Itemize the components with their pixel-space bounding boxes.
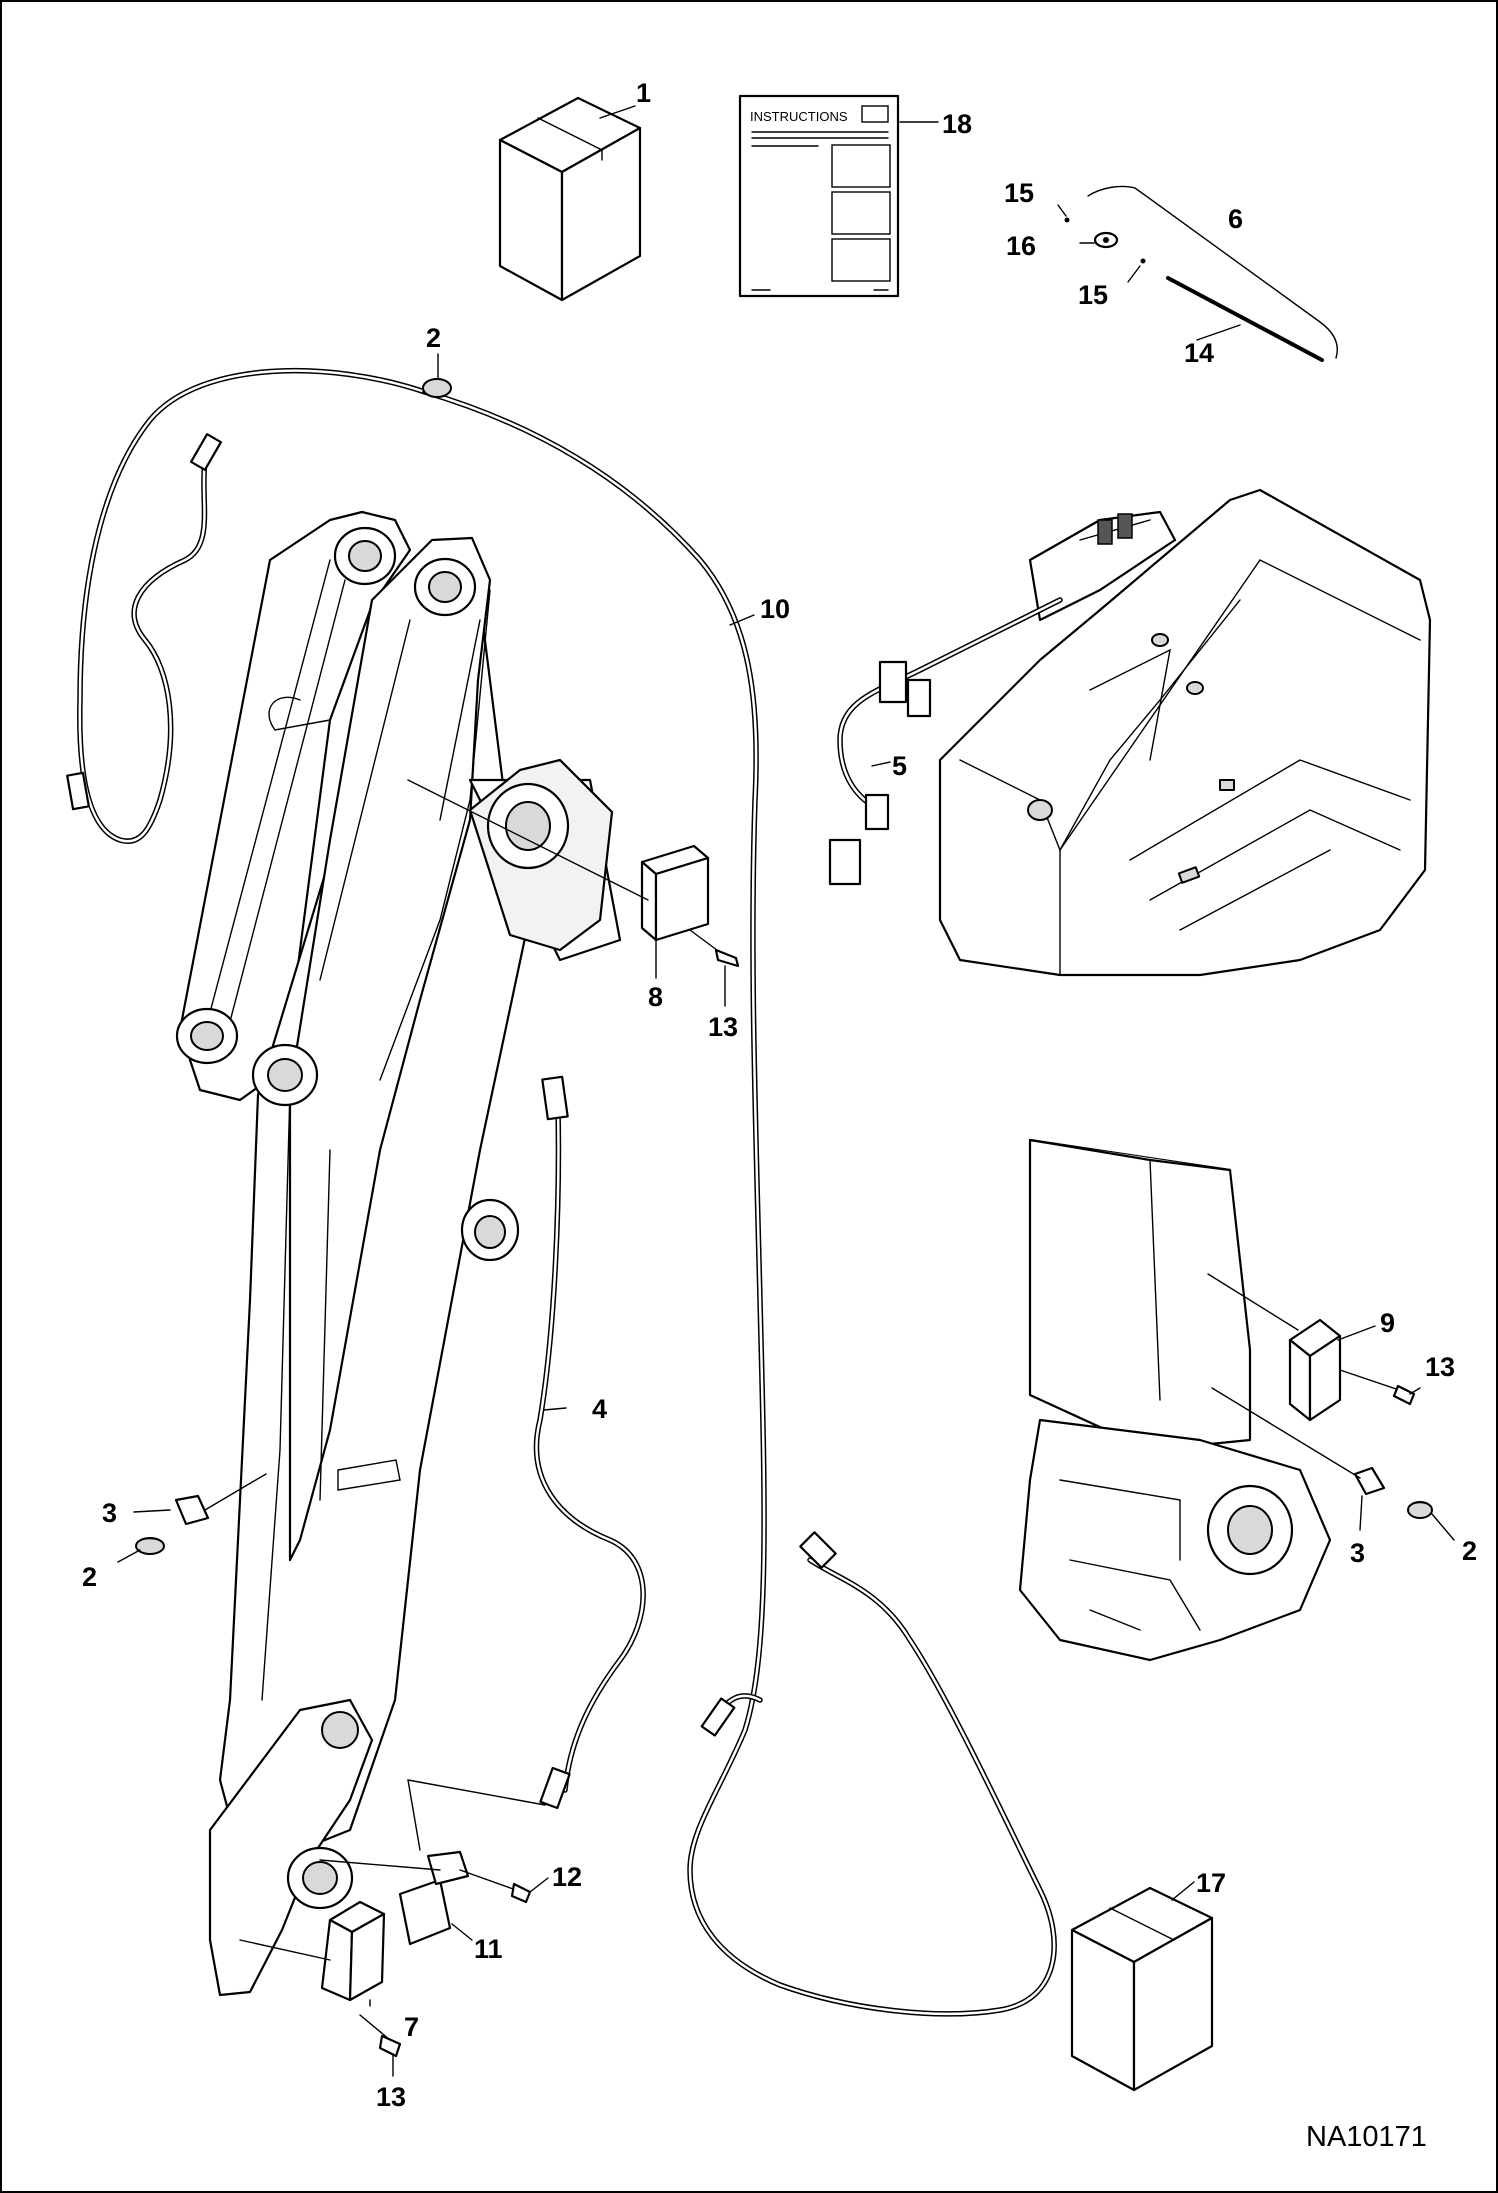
callout-18: 18 [942, 109, 972, 139]
clamp-2-top [422, 378, 452, 398]
callout-10: 10 [760, 594, 790, 624]
callout-16: 16 [1006, 231, 1036, 261]
callout-8: 8 [648, 982, 663, 1012]
leader-lines [117, 105, 1455, 2077]
seat-frame-assembly [938, 488, 1432, 977]
callout-12: 12 [552, 1862, 582, 1892]
callout-14: 14 [1184, 338, 1214, 368]
callout-13-lower: 13 [376, 2082, 406, 2112]
callout-3-left: 3 [102, 1498, 117, 1528]
callout-17: 17 [1196, 1868, 1226, 1898]
callout-15-upper: 15 [1004, 178, 1034, 208]
callout-2-right: 2 [1462, 1536, 1477, 1566]
instructions-sheet: INSTRUCTIONS [738, 94, 900, 298]
callout-5: 5 [892, 751, 907, 781]
callout-2-left: 2 [82, 1562, 97, 1592]
callout-13-right: 13 [1425, 1352, 1455, 1382]
boom-arm [175, 510, 622, 1997]
callout-11: 11 [474, 1934, 503, 1964]
wire-harness-10 [66, 368, 1057, 2017]
sensor-7-bracket-11 [239, 1779, 546, 2058]
clamp-hardware-left [135, 1473, 267, 1555]
instructions-title-text: INSTRUCTIONS [750, 109, 848, 124]
callout-15-lower: 15 [1078, 280, 1108, 310]
callout-1: 1 [636, 78, 651, 108]
callout-2-top: 2 [426, 323, 441, 353]
wire-harness-4 [533, 1075, 646, 1810]
kit-box-17 [1070, 1886, 1214, 2092]
hardware-set-6 [1064, 185, 1338, 362]
callout-3-right: 3 [1350, 1538, 1365, 1568]
wire-harness-5 [828, 597, 1063, 886]
callout-13-upper: 13 [708, 1012, 738, 1042]
callout-labels: 1 2 2 2 3 3 4 5 6 7 8 9 10 11 12 13 13 1… [82, 78, 1477, 2112]
sensor-block-8 [407, 779, 740, 968]
callout-4: 4 [592, 1394, 607, 1424]
callout-7: 7 [404, 2012, 419, 2042]
drawing-number: NA10171 [1306, 2121, 1427, 2153]
callout-9: 9 [1380, 1308, 1395, 1338]
callout-6: 6 [1228, 204, 1243, 234]
kit-box-1 [498, 96, 642, 302]
arm-linkage-assembly [1018, 1138, 1433, 1662]
